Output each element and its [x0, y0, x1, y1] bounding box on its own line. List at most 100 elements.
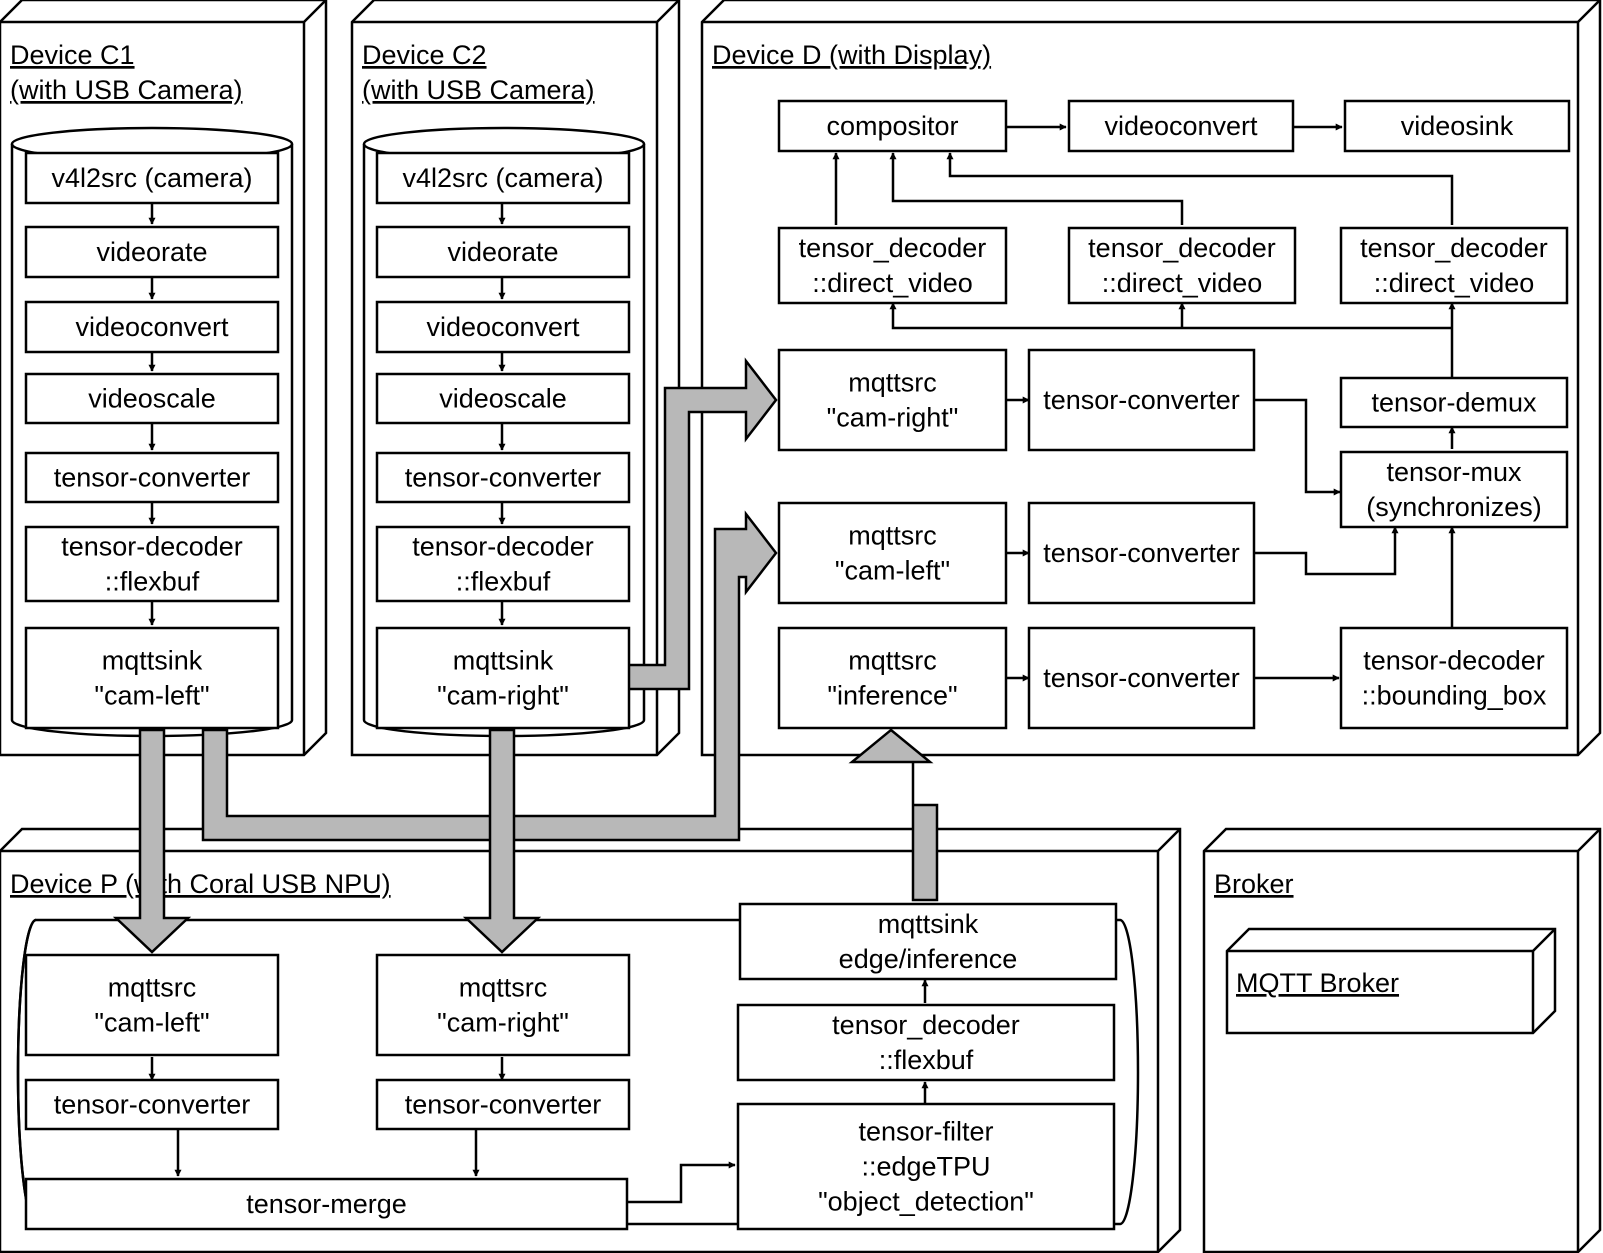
c1-videorate-box: videorate [24, 225, 280, 279]
c1-tensor-decoder-box: tensor-decoder::flexbuf [24, 525, 280, 603]
device-c2-title: Device C2 [362, 40, 487, 70]
d-dec3-box: tensor_decoder::direct_video [1339, 226, 1569, 305]
d-mux-box-label: tensor-mux [1386, 457, 1522, 487]
mqtt-flow-p-to-d [848, 728, 939, 902]
pipeline-elements: v4l2src (camera) videorate videoconvert vid… [24, 99, 1571, 1231]
d-src_right-box: mqttsrc "cam-right" [777, 348, 1008, 452]
d-src_right-box-label: mqttsrc [848, 368, 937, 398]
c1-tensor-decoder-box-label: ::flexbuf [105, 567, 200, 597]
c2-videorate-box: videorate [375, 225, 631, 279]
c2-videoconvert-box-label: videoconvert [426, 312, 580, 342]
c1-tensor-converter-box: tensor-converter [24, 451, 280, 504]
c2-tensor-converter-box-label: tensor-converter [405, 463, 602, 493]
d-bbox-box: tensor-decoder::bounding_box [1339, 626, 1569, 730]
device-c1-subtitle: (with USB Camera) [10, 75, 243, 105]
d-src_left-box-label: "cam-left" [835, 556, 950, 586]
p-conv_right-box-label: tensor-converter [405, 1090, 602, 1120]
p-conv_right-box: tensor-converter [375, 1078, 631, 1131]
c1-v4l2src-box-label: v4l2src (camera) [51, 163, 252, 193]
d-videoconvert-box: videoconvert [1067, 99, 1295, 153]
d-videosink-box-label: videosink [1401, 111, 1514, 141]
d-demux-box-label: tensor-demux [1371, 388, 1537, 418]
mqtt-flow-c1-to-d [201, 510, 778, 842]
d-conv_inf-box-label: tensor-converter [1043, 663, 1240, 693]
connectors [148, 123, 1456, 1204]
c2-tensor-decoder-box: tensor-decoder::flexbuf [375, 525, 631, 603]
p-link-merge-filter [627, 1161, 736, 1204]
d-dec2-box-label: tensor_decoder [1088, 233, 1276, 263]
mqtt-broker-node [1225, 927, 1557, 1035]
p-dec-box-label: tensor_decoder [832, 1010, 1020, 1040]
c2-mqttsink-box: mqttsink"cam-right" [375, 626, 631, 730]
broker-title: Broker [1214, 869, 1294, 899]
d-dec1-box-label: ::direct_video [812, 268, 973, 298]
c2-videoscale-box-label: videoscale [439, 384, 567, 414]
p-filter-box-label: ::edgeTPU [861, 1152, 990, 1182]
d-videoconvert-box-label: videoconvert [1104, 111, 1258, 141]
c2-videoconvert-box: videoconvert [375, 300, 631, 354]
p-src_left-box: mqttsrc "cam-left" [24, 953, 280, 1057]
p-src_right-box-label: "cam-right" [437, 1008, 569, 1038]
c2-videorate-box-label: videorate [447, 237, 558, 267]
p-merge-box-label: tensor-merge [246, 1189, 407, 1219]
c1-tensor-converter-box-label: tensor-converter [54, 463, 251, 493]
device-c1-title: Device C1 [10, 40, 135, 70]
d-bbox-box-label: ::bounding_box [1362, 681, 1547, 711]
p-filter-box-label: "object_detection" [818, 1187, 1034, 1217]
c2-videoscale-box: videoscale [375, 372, 631, 425]
d-src_inf-box-label: "inference" [827, 681, 957, 711]
c2-v4l2src-box: v4l2src (camera) [375, 151, 631, 205]
d-src_left-box: mqttsrc "cam-left" [777, 501, 1008, 605]
c1-videorate-box-label: videorate [96, 237, 207, 267]
d-conv_right-box-label: tensor-converter [1043, 385, 1240, 415]
d-mux-box-label: (synchronizes) [1366, 492, 1542, 522]
d-dec2-box-label: ::direct_video [1102, 268, 1263, 298]
p-src_left-box-label: "cam-left" [94, 1008, 209, 1038]
c1-v4l2src-box: v4l2src (camera) [24, 151, 280, 205]
d-conv_left-box: tensor-converter [1027, 501, 1256, 605]
d-src_right-box-label: "cam-right" [827, 403, 959, 433]
d-compositor-box: compositor [777, 99, 1008, 153]
p-sink-box-label: edge/inference [839, 944, 1018, 974]
mqtt-flow-c2-to-p [462, 728, 542, 954]
c1-mqttsink-box: mqttsink"cam-left" [24, 626, 280, 730]
d-conv_left-box-label: tensor-converter [1043, 538, 1240, 568]
d-src_left-box-label: mqttsrc [848, 521, 937, 551]
p-conv_left-box-label: tensor-converter [54, 1090, 251, 1120]
d-mux-box: tensor-mux (synchronizes) [1339, 450, 1569, 529]
c1-tensor-decoder-box-label: tensor-decoder [61, 532, 243, 562]
d-link-convright-mux [1254, 398, 1341, 496]
d-videosink-box: videosink [1343, 99, 1571, 153]
d-link-demux-dec1 [889, 302, 1452, 330]
p-merge-box: tensor-merge [24, 1177, 629, 1231]
p-sink-box: mqttsink edge/inference [738, 902, 1118, 981]
c1-videoconvert-box: videoconvert [24, 300, 280, 354]
c2-mqttsink-box-label: mqttsink [453, 646, 554, 676]
d-demux-box: tensor-demux [1339, 376, 1569, 429]
d-compositor-box-label: compositor [826, 111, 958, 141]
c2-v4l2src-box-label: v4l2src (camera) [402, 163, 603, 193]
d-bbox-box-label: tensor-decoder [1363, 646, 1545, 676]
mqtt-flow-c1-to-p [112, 728, 192, 954]
p-src_left-box-label: mqttsrc [108, 973, 197, 1003]
c1-videoscale-box: videoscale [24, 372, 280, 425]
p-dec-box: tensor_decoder::flexbuf [736, 1003, 1116, 1082]
d-link-convleft-mux [1254, 526, 1399, 576]
c2-tensor-decoder-box-label: ::flexbuf [456, 567, 551, 597]
d-dec3-box-label: tensor_decoder [1360, 233, 1548, 263]
p-sink-box-label: mqttsink [878, 909, 979, 939]
c2-tensor-decoder-box-label: tensor-decoder [412, 532, 594, 562]
mqtt-flow-c2-to-d [625, 357, 778, 691]
p-src_right-box-label: mqttsrc [459, 973, 548, 1003]
d-dec2-box: tensor_decoder::direct_video [1067, 226, 1297, 305]
device-p-title: Device P (with Coral USB NPU) [10, 869, 391, 899]
device-c2-subtitle: (with USB Camera) [362, 75, 595, 105]
c1-videoconvert-box-label: videoconvert [75, 312, 229, 342]
d-conv_inf-box: tensor-converter [1027, 626, 1256, 730]
d-dec3-box-label: ::direct_video [1374, 268, 1535, 298]
p-conv_left-box: tensor-converter [24, 1078, 280, 1131]
d-src_inf-box: mqttsrc"inference" [777, 626, 1008, 730]
p-filter-box: tensor-filter::edgeTPU"object_detection" [736, 1102, 1116, 1231]
d-dec1-box-label: tensor_decoder [799, 233, 987, 263]
